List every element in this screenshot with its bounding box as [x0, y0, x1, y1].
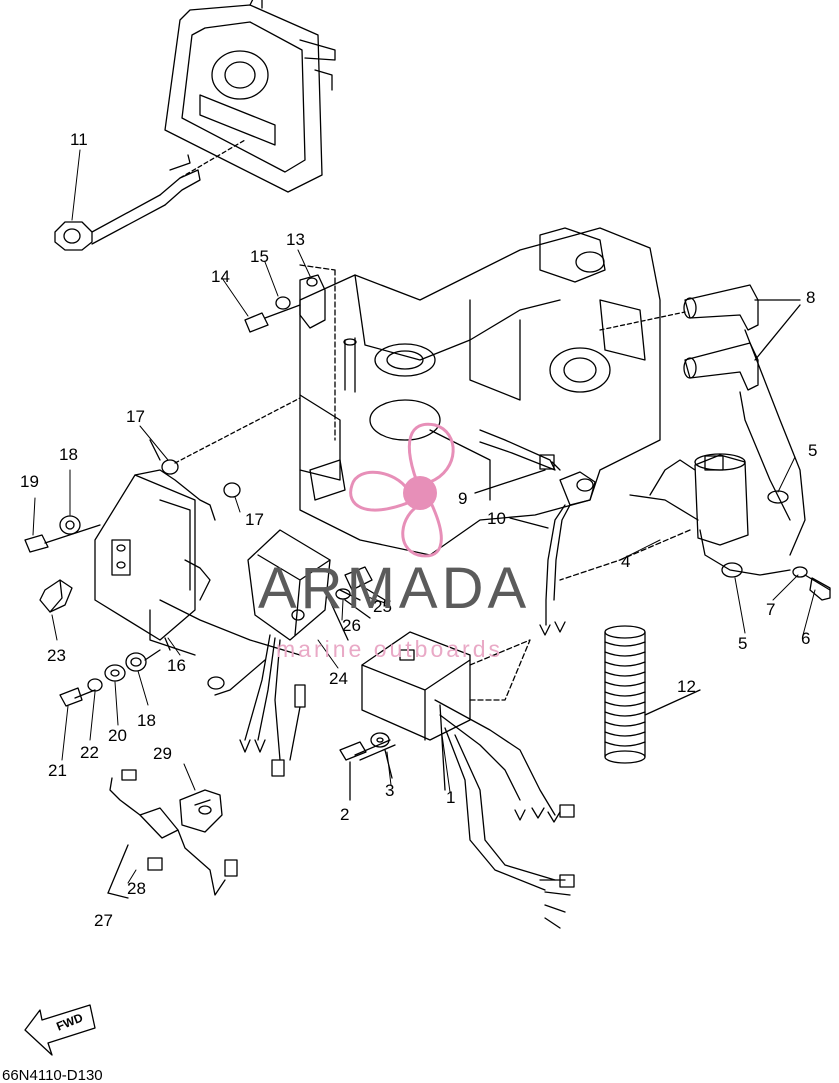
callout-29: 29 [153, 744, 172, 763]
callout-19: 19 [20, 472, 39, 491]
cdi-unit-part-1 [361, 631, 575, 929]
plug-caps-part-8 [599, 284, 806, 556]
callout-22: 22 [80, 743, 99, 762]
callout-10: 10 [487, 509, 506, 528]
corrugated-sleeve-part-12 [604, 625, 701, 764]
callout-1: 1 [446, 788, 456, 807]
watermark-tagline: marine outboards [276, 636, 503, 662]
callout-7: 7 [766, 600, 776, 619]
top-housing-cover [164, 0, 336, 193]
watermark-brand: ARMADA [258, 556, 531, 621]
callout-11: 11 [70, 130, 88, 149]
bolt-part-25-26 [335, 566, 386, 619]
callout-5a: 5 [808, 441, 818, 460]
callout-16: 16 [167, 656, 186, 675]
callout-28: 28 [127, 879, 146, 898]
callout-13: 13 [286, 230, 305, 249]
callout-4: 4 [621, 552, 631, 571]
callout-8: 8 [806, 288, 816, 307]
callout-18a: 18 [59, 445, 78, 464]
ignition-coil-part-4 [559, 453, 831, 601]
rectifier-part-24 [207, 529, 349, 777]
bolt-grommet-part-18-19 [24, 515, 101, 553]
bracket-part-16 [94, 469, 301, 656]
callout-12: 12 [677, 677, 696, 696]
callout-18b: 18 [137, 711, 156, 730]
switch-part-27-29 [107, 769, 238, 899]
callout-24: 24 [329, 669, 348, 688]
clip-part-23 [39, 579, 73, 613]
fwd-arrow-icon [24, 1004, 96, 1056]
sensor-part-11 [54, 139, 246, 251]
watermark-propeller-logo [349, 422, 455, 558]
callout-17b: 17 [245, 510, 264, 529]
callout-27: 27 [94, 911, 113, 930]
callout-3: 3 [385, 781, 395, 800]
sensor-part-9 [474, 429, 561, 494]
engine-block [299, 227, 661, 556]
callout-leaders [32, 149, 816, 884]
callout-20: 20 [108, 726, 127, 745]
diagram-reference-code: 66N4110-D130 [2, 1067, 103, 1083]
callout-15: 15 [250, 247, 269, 266]
callout-9: 9 [458, 489, 468, 508]
callout-2: 2 [340, 805, 350, 824]
callout-21: 21 [48, 761, 67, 780]
bolt-part-17 [149, 397, 301, 498]
callout-23: 23 [47, 646, 66, 665]
callout-26: 26 [342, 616, 361, 635]
callout-14: 14 [211, 267, 230, 286]
clamp-part-13-15 [244, 264, 336, 441]
callout-5b: 5 [738, 634, 748, 653]
callout-17a: 17 [126, 407, 145, 426]
hardware-part-20-22 [59, 649, 161, 707]
callout-6: 6 [801, 629, 811, 648]
screw-washer-part-2-3 [339, 732, 396, 801]
callout-25: 25 [373, 597, 392, 616]
spark-cap-part-10 [509, 471, 596, 636]
